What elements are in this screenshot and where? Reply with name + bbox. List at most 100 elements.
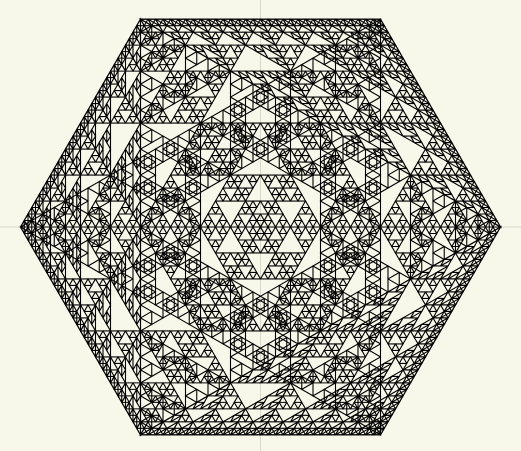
fractal-triangle — [169, 44, 179, 53]
fractal-triangle — [370, 135, 386, 145]
fractal-triangle — [462, 219, 472, 228]
fractal-triangle — [49, 219, 59, 228]
fractal-triangle — [252, 96, 266, 112]
fractal-triangle — [394, 193, 404, 202]
fractal-triangle — [165, 64, 176, 73]
fractal-triangle — [252, 245, 262, 254]
fractal-triangle — [162, 200, 176, 215]
fractal-triangle — [278, 83, 292, 99]
fractal-triangle — [222, 180, 232, 189]
fractal-triangle — [124, 140, 130, 158]
fractal-triangle — [390, 245, 401, 255]
fractal-triangle — [237, 206, 247, 215]
fractal-triangle — [124, 239, 134, 248]
fractal-triangle — [282, 219, 292, 228]
fractal-triangle — [131, 258, 145, 274]
fractal-triangle — [244, 310, 254, 319]
fractal-triangle — [90, 199, 101, 209]
fractal-triangle — [368, 122, 382, 138]
fractal-triangle — [394, 102, 404, 111]
fractal-triangle — [68, 284, 78, 294]
fractal-triangle — [368, 316, 382, 332]
fractal-triangle — [428, 212, 438, 222]
fractal-triangle — [177, 44, 187, 53]
fractal-triangle — [349, 369, 359, 378]
fractal-triangle — [364, 265, 378, 280]
fractal-triangle — [353, 394, 363, 403]
fractal-triangle — [319, 18, 329, 27]
fractal-triangle — [345, 148, 359, 164]
fractal-triangle — [237, 239, 247, 248]
fractal-triangle — [447, 167, 457, 176]
fractal-triangle — [274, 271, 284, 280]
fractal-triangle — [143, 148, 157, 164]
fractal-triangle — [304, 70, 314, 79]
fractal-triangle — [198, 44, 214, 54]
fractal-triangle — [327, 18, 337, 27]
fractal-triangle — [280, 83, 296, 93]
fractal-triangle — [334, 278, 344, 287]
fractal-triangle — [94, 252, 104, 261]
fractal-triangle — [359, 129, 375, 138]
fractal-triangle — [188, 200, 202, 215]
fractal-triangle — [252, 323, 262, 332]
fractal-triangle — [221, 310, 235, 326]
fractal-triangle — [102, 167, 112, 176]
fractal-triangle — [169, 401, 179, 410]
fractal-triangle — [128, 336, 138, 346]
fractal-triangle — [218, 51, 228, 60]
fractal-triangle — [409, 115, 419, 124]
fractal-triangle — [269, 368, 285, 377]
fractal-triangle — [53, 160, 63, 170]
fractal-triangle — [370, 148, 386, 158]
fractal-triangle — [289, 375, 299, 384]
fractal-triangle — [49, 278, 59, 287]
fractal-triangle — [297, 414, 307, 423]
fractal-triangle — [139, 355, 153, 371]
fractal-triangle — [252, 213, 262, 222]
fractal-triangle — [447, 304, 457, 313]
fractal-triangle — [412, 142, 428, 151]
fractal-triangle — [106, 302, 112, 320]
fractal-triangle — [154, 382, 164, 391]
fractal-triangle — [267, 206, 277, 215]
fractal-triangle — [207, 239, 217, 248]
fractal-triangle — [353, 108, 363, 118]
fractal-triangle — [338, 232, 348, 242]
fractal-triangle — [94, 206, 104, 215]
fractal-triangle — [143, 265, 157, 280]
fractal-triangle — [162, 96, 176, 112]
fractal-triangle — [177, 154, 187, 163]
fractal-triangle — [203, 310, 213, 320]
fractal-triangle — [244, 89, 258, 105]
fractal-triangle — [162, 31, 176, 47]
fractal-triangle — [289, 401, 299, 410]
fractal-triangle — [364, 18, 374, 27]
fractal-triangle — [469, 265, 479, 274]
fractal-triangle — [214, 31, 224, 40]
fractal-triangle — [420, 349, 431, 358]
fractal-triangle — [180, 38, 191, 47]
fractal-triangle — [151, 362, 165, 378]
fractal-triangle — [169, 57, 179, 66]
fractal-triangle — [79, 167, 89, 176]
fractal-triangle — [64, 193, 78, 209]
fractal-triangle — [439, 278, 449, 287]
fractal-triangle — [244, 271, 254, 280]
fractal-triangle — [330, 245, 341, 255]
fractal-triangle — [158, 186, 168, 196]
fractal-triangle — [348, 309, 364, 319]
fractal-triangle — [68, 310, 78, 320]
fractal-triangle — [192, 167, 202, 176]
fractal-triangle — [169, 70, 179, 79]
fractal-triangle — [308, 284, 318, 294]
fractal-triangle — [90, 96, 101, 105]
fractal-triangle — [128, 31, 138, 40]
fractal-triangle — [139, 187, 153, 202]
fractal-triangle — [259, 427, 269, 436]
fractal-triangle — [199, 375, 209, 384]
fractal-triangle — [184, 362, 194, 371]
fractal-triangle — [250, 44, 266, 54]
fractal-triangle — [447, 219, 457, 228]
fractal-triangle — [220, 413, 236, 423]
